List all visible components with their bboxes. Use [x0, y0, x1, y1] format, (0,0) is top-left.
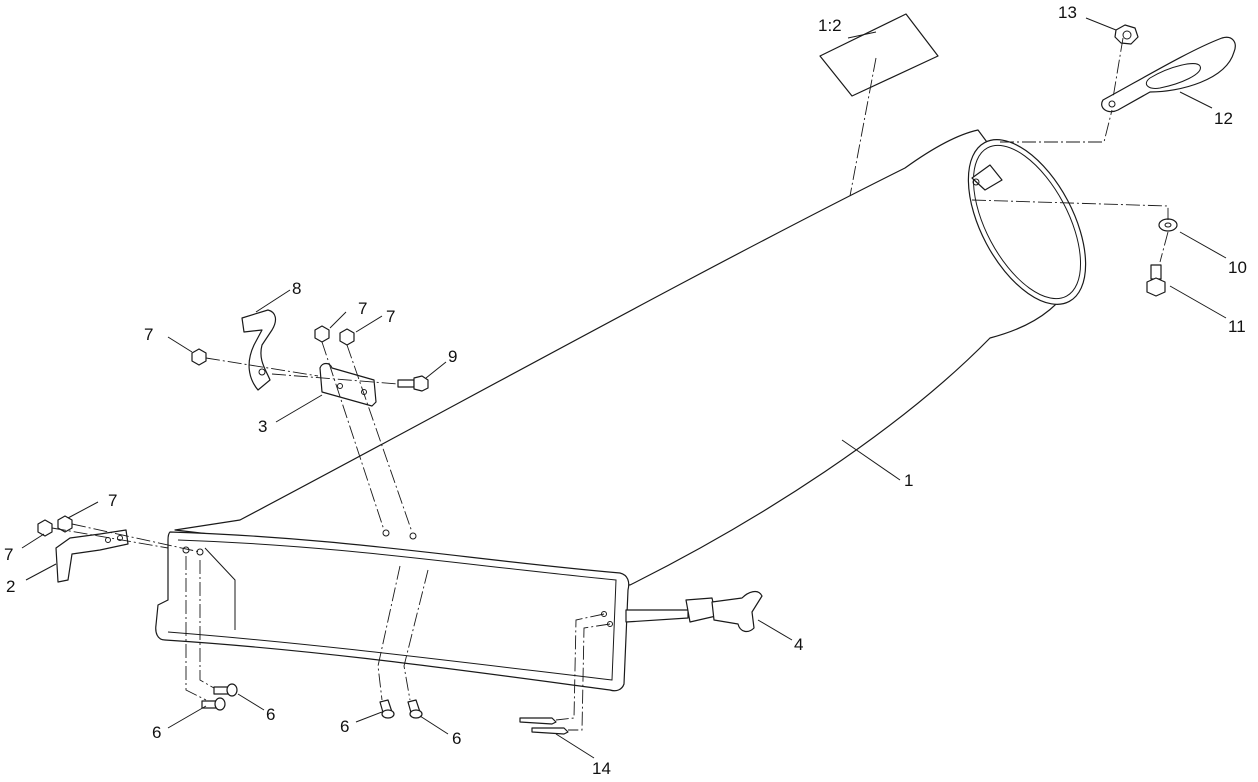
deflector-handle [1101, 36, 1236, 113]
pin-upper [519, 717, 557, 725]
nut-upper-right [339, 328, 355, 346]
callout-1-2: 1:2 [818, 16, 842, 35]
callout-1: 1 [904, 471, 913, 490]
callout-14: 14 [592, 759, 611, 778]
callout-10: 10 [1228, 258, 1247, 277]
assembly-lines [51, 37, 1169, 731]
screw-6-left-upper [213, 683, 238, 697]
callout-6-b: 6 [266, 705, 275, 724]
callout-7-a: 7 [144, 325, 153, 344]
latch-assembly [625, 590, 763, 633]
callout-8: 8 [292, 279, 301, 298]
callout-2: 2 [6, 577, 15, 596]
clamp-plate [241, 309, 277, 391]
callout-7-d: 7 [108, 491, 117, 510]
callout-12: 12 [1214, 109, 1233, 128]
callout-13: 13 [1058, 3, 1077, 22]
flange-nut [1114, 24, 1139, 45]
callout-4: 4 [794, 635, 803, 654]
nut-lower-right [57, 515, 73, 533]
callout-7-e: 7 [4, 545, 13, 564]
callout-11: 11 [1228, 317, 1246, 336]
washer [1158, 218, 1178, 232]
screw-6-mid-left [379, 699, 395, 719]
discharge-chute [155, 129, 1087, 692]
decal-plate [819, 13, 939, 97]
callout-labels: 1 1:2 13 12 10 11 8 7 7 7 9 3 7 7 2 4 6 … [4, 3, 1247, 778]
nut-upper-left [191, 348, 207, 366]
mounting-bracket [319, 362, 377, 407]
bolt [1146, 264, 1166, 297]
callout-6-d: 6 [452, 729, 461, 748]
pin-lower [531, 727, 569, 735]
screw-6-left-lower [201, 697, 226, 711]
angle-bracket [55, 529, 129, 583]
nut-upper-mid [314, 325, 330, 343]
callout-9: 9 [448, 347, 457, 366]
callout-7-b: 7 [358, 299, 367, 318]
leader-lines [21, 17, 1227, 759]
callout-6-c: 6 [340, 717, 349, 736]
screw-6-mid-right [407, 699, 423, 719]
callout-6-a: 6 [152, 723, 161, 742]
callout-3: 3 [258, 417, 267, 436]
nut-lower-left [37, 519, 53, 537]
hex-bolt [397, 375, 429, 392]
callout-7-c: 7 [386, 307, 395, 326]
